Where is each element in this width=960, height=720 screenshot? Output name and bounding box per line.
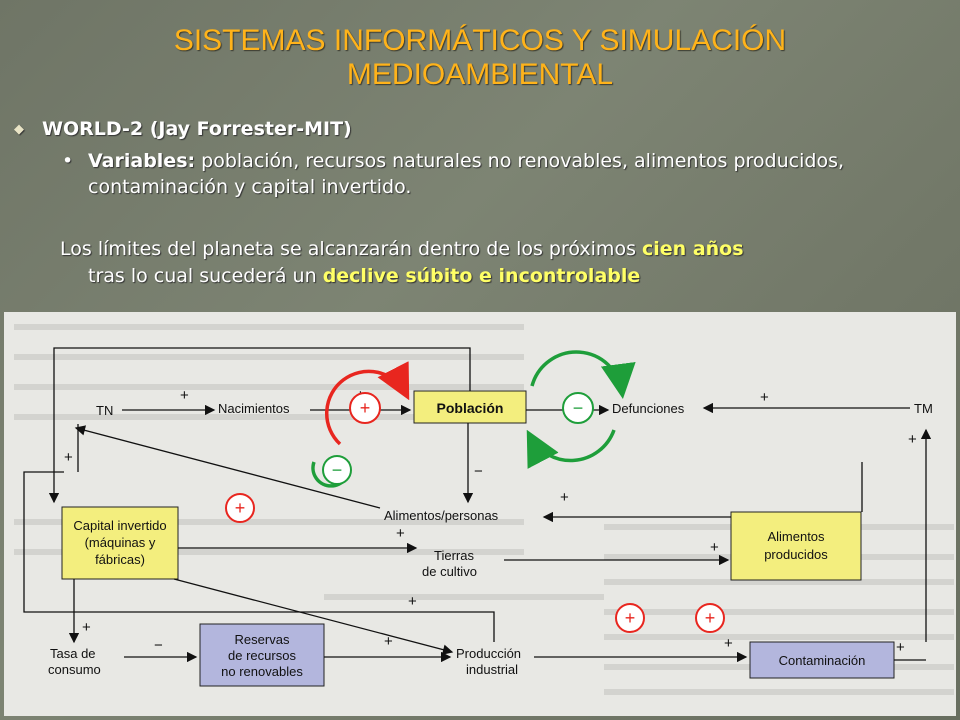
sign-plus-6: + (560, 489, 569, 506)
capital-box (61, 506, 179, 580)
sign-plus-11: + (408, 593, 417, 610)
sign-plus-10: + (384, 633, 393, 650)
loop-minus-1: − (573, 398, 584, 418)
loop-sign-circles: + − − + + + (225, 392, 725, 633)
loop-plus-1: + (360, 398, 371, 418)
loop-minus-2: − (332, 460, 343, 480)
negative-loop-arc-top (530, 350, 636, 399)
produccion-label-2: industrial (466, 662, 518, 677)
alimentos-personas-label: Alimentos/personas (384, 508, 499, 523)
sign-plus-12: + (724, 635, 733, 652)
tierras-label-2: de cultivo (422, 564, 477, 579)
limits-paragraph: Los límites del planeta se alcanzarán de… (60, 236, 940, 290)
tn-label: TN (96, 403, 113, 418)
produccion-label-1: Producción (456, 646, 521, 661)
negative-loop-marker-2 (322, 455, 352, 485)
positive-loop-marker-2 (225, 493, 255, 523)
variables-label: Variables: (88, 150, 196, 172)
alimentos-producidos-label-2: producidos (764, 547, 828, 562)
poblacion-box (413, 390, 527, 424)
nacimientos-label: Nacimientos (218, 401, 290, 416)
loop-plus-4: + (705, 608, 716, 628)
sign-plus-9: + (82, 619, 91, 636)
tasa-label-2: consumo (48, 662, 101, 677)
tierras-label-1: Tierras (434, 548, 474, 563)
dot-bullet-icon: • (62, 150, 74, 172)
loop-plus-3: + (625, 608, 636, 628)
world2-diagram: Población Capital invertido (máquinas y … (4, 312, 956, 716)
bullet-world2-text: WORLD-2 (Jay Forrester-MIT) (42, 118, 352, 140)
capital-label-1: Capital invertido (73, 518, 166, 533)
positive-loop-arc (325, 361, 410, 446)
alimentos-producidos-box (730, 511, 862, 581)
sign-plus-8: + (710, 539, 719, 556)
negative-loop-arc-bottom (526, 429, 616, 469)
defunciones-label: Defunciones (612, 401, 685, 416)
capital-label-2: (máquinas y (85, 535, 156, 550)
sign-plus-5: + (64, 449, 73, 466)
positive-loop-marker-3 (615, 603, 645, 633)
reservas-label-3: no renovables (221, 664, 303, 679)
sign-minus-1: − (474, 463, 483, 480)
reservas-box (199, 623, 325, 687)
alimentos-producidos-label-1: Alimentos (767, 529, 825, 544)
title-line-2: MEDIOAMBIENTAL (346, 58, 614, 91)
slide-title: SISTEMAS INFORMÁTICOS Y SIMULACIÓN MEDIO… (0, 24, 960, 92)
sign-plus-1: + (180, 387, 189, 404)
diamond-bullet-icon: ◆ (14, 122, 24, 137)
bullet-world2: ◆ WORLD-2 (Jay Forrester-MIT) (14, 118, 352, 140)
para-highlight-cien-anos: cien años (642, 238, 744, 260)
poblacion-label: Población (437, 400, 504, 416)
tm-label: TM (914, 401, 933, 416)
title-line-1: SISTEMAS INFORMÁTICOS Y SIMULACIÓN (173, 24, 787, 57)
reservas-label-2: de recursos (228, 648, 296, 663)
bullet-variables: • Variables: población, recursos natural… (62, 148, 942, 200)
sign-plus-3: + (760, 389, 769, 406)
capital-label-3: fábricas) (95, 552, 145, 567)
loop-plus-2: + (235, 498, 246, 518)
positive-loop-marker-4 (695, 603, 725, 633)
variables-text: población, recursos naturales no renovab… (88, 150, 845, 198)
positive-loop-marker-1 (349, 392, 381, 424)
sign-plus-7: + (396, 525, 405, 542)
tasa-label-1: Tasa de (50, 646, 96, 661)
sign-plus-4: + (908, 431, 917, 448)
sign-plus-13: + (896, 639, 905, 656)
diagram-svg: Población Capital invertido (máquinas y … (14, 324, 954, 695)
sign-minus-2: − (154, 637, 163, 654)
arrows (23, 347, 932, 663)
para-part2: tras lo cual sucederá un (88, 265, 323, 287)
reservas-label-1: Reservas (235, 632, 290, 647)
contaminacion-label: Contaminación (779, 653, 866, 668)
para-highlight-declive: declive súbito e incontrolable (322, 265, 641, 287)
negative-loop-marker-1 (562, 392, 594, 424)
para-part1: Los límites del planeta se alcanzarán de… (60, 238, 643, 260)
